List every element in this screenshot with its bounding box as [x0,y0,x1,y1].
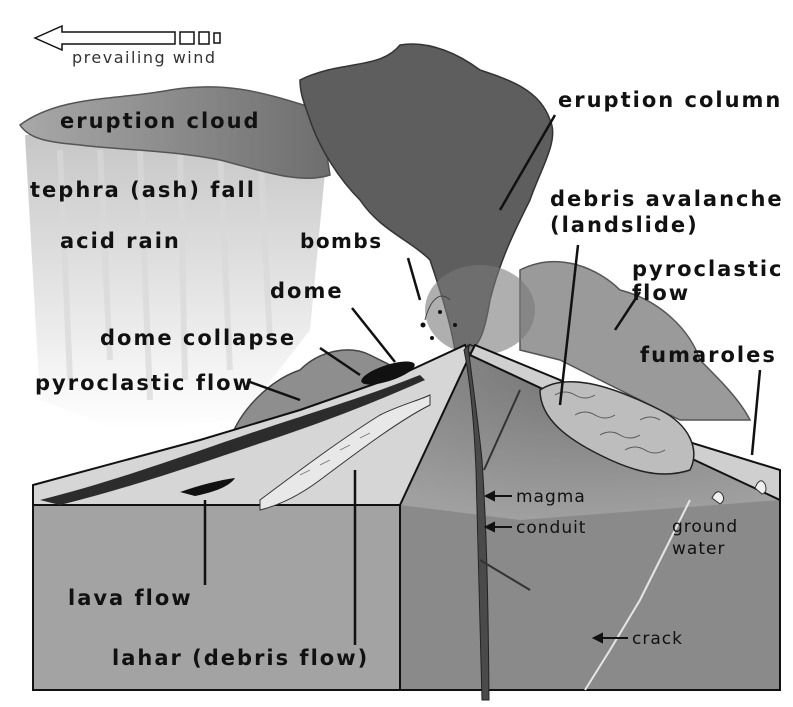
dome-collapse-label: dome collapse [100,326,296,350]
magma-label: magma [516,487,586,507]
crack-label: crack [632,629,683,649]
fumaroles-label: fumaroles [640,343,777,367]
lahar-label: lahar (debris flow) [112,646,369,670]
ground-water-label: ground [672,517,738,537]
pyroclastic-flow-left-label: pyroclastic flow [35,371,254,395]
bombs-label: bombs [300,229,383,253]
prevailing-wind-label: prevailing wind [72,48,217,67]
pyroclastic-flow-right-label-2: flow [632,281,690,305]
eruption-cloud-label: eruption cloud [60,109,261,133]
debris-avalanche-label: debris avalanche [550,187,784,211]
dome-label: dome [270,279,344,303]
ground-water-label-2: water [672,539,725,559]
pyroclastic-flow-right-label: pyroclastic [632,257,784,281]
conduit-label: conduit [516,518,586,538]
tephra-fall-label: tephra (ash) fall [30,178,256,202]
eruption-column-label: eruption column [558,88,782,112]
acid-rain-label: acid rain [60,229,181,253]
lava-flow-label: lava flow [68,586,193,610]
landslide-label: (landslide) [550,213,699,237]
left-arrow-icon [35,26,220,50]
